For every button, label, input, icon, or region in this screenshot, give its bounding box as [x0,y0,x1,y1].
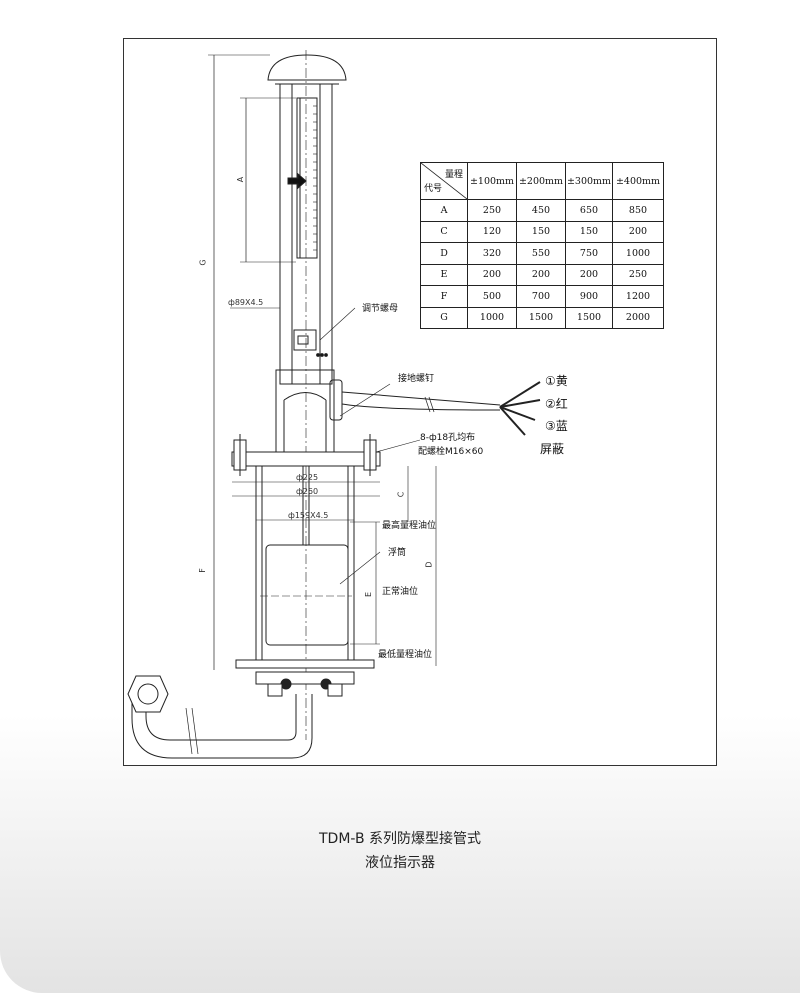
bolt-spec-label: 配螺栓M16×60 [418,447,484,457]
cell-value: 2000 [612,306,664,329]
row-code: E [420,263,468,286]
range-header-2: ±200mm [516,162,566,200]
cell-value: 900 [565,285,613,308]
d159-label: ф159X4.5 [288,511,329,520]
table-row: F 500 700 900 1200 [420,285,664,308]
caption-line2: 液位指示器 [365,855,435,871]
dim-f-label: F [197,568,207,573]
cell-value: 150 [565,220,613,243]
d260-label: ф260 [296,487,319,496]
row-code: F [420,285,468,308]
cell-value: 120 [467,220,517,243]
cell-value: 650 [565,199,613,222]
table-row: E 200 200 200 250 [420,263,664,286]
table-row: C 120 150 150 200 [420,220,664,243]
cell-value: 200 [612,220,664,243]
cell-value: 200 [467,263,517,286]
wire-blue-label: ③蓝 [545,419,568,433]
dim-c-label: C [396,491,406,498]
min-level-label: 最低量程油位 [378,650,433,660]
float [265,544,349,646]
cell-value: 700 [516,285,566,308]
wire-shield-label: 屏蔽 [540,442,565,456]
header-range-label: 量程 [444,170,463,180]
pointer-arrow-icon [287,172,307,190]
cell-value: 1500 [516,306,566,329]
ground-screw-label: 接地螺钉 [398,374,435,384]
cell-value: 450 [516,199,566,222]
tube-diameter-label: ф89X4.5 [228,298,264,307]
adjust-nut-label: 调节螺母 [362,304,399,314]
dim-d-label: D [424,561,434,568]
dim-e-label: E [364,591,374,598]
spec-table: 量程 代号 ±100mm ±200mm ±300mm ±400mm A 250 … [420,162,664,329]
indicator-cap [267,54,347,81]
top-flange [231,451,381,467]
normal-level-label: 正常油位 [382,587,419,597]
range-header-4: ±400mm [612,162,664,200]
cell-value: 750 [565,242,613,265]
cell-value: 500 [467,285,517,308]
row-code: C [420,220,468,243]
cell-value: 320 [467,242,517,265]
table-row: D 320 550 750 1000 [420,242,664,265]
cell-value: 250 [467,199,517,222]
cell-value: 1500 [565,306,613,329]
cell-value: 850 [612,199,664,222]
table-row: G 1000 1500 1500 2000 [420,306,664,329]
dim-g-label: G [198,259,208,266]
row-code: D [420,242,468,265]
cell-value: 1200 [612,285,664,308]
row-code: A [420,199,468,222]
wire-red-label: ②红 [545,397,568,411]
float-label: 浮筒 [388,548,407,558]
bolt-holes-label: 8-ф18孔均布 [420,433,476,443]
cell-value: 1000 [467,306,517,329]
cell-value: 200 [516,263,566,286]
wire-yellow-label: ①黄 [545,374,568,388]
d225-label: ф225 [296,473,319,482]
table-row: A 250 450 650 850 [420,199,664,222]
header-diagonal-cell: 量程 代号 [420,162,468,200]
range-header-3: ±300mm [565,162,613,200]
max-level-label: 最高量程油位 [382,521,437,531]
dim-a-label: A [236,176,246,183]
cell-value: 550 [516,242,566,265]
row-code: G [420,306,468,329]
cell-value: 1000 [612,242,664,265]
header-code-label: 代号 [424,184,443,194]
drawing-frame [123,38,717,766]
cell-value: 200 [565,263,613,286]
cell-value: 250 [612,263,664,286]
caption-line1: TDM-B 系列防爆型接管式 [318,831,482,847]
adjust-nut [293,329,317,351]
table-header-row: 量程 代号 ±100mm ±200mm ±300mm ±400mm [420,162,664,200]
range-header-1: ±100mm [467,162,517,200]
bottom-flange [235,659,375,669]
cell-value: 150 [516,220,566,243]
